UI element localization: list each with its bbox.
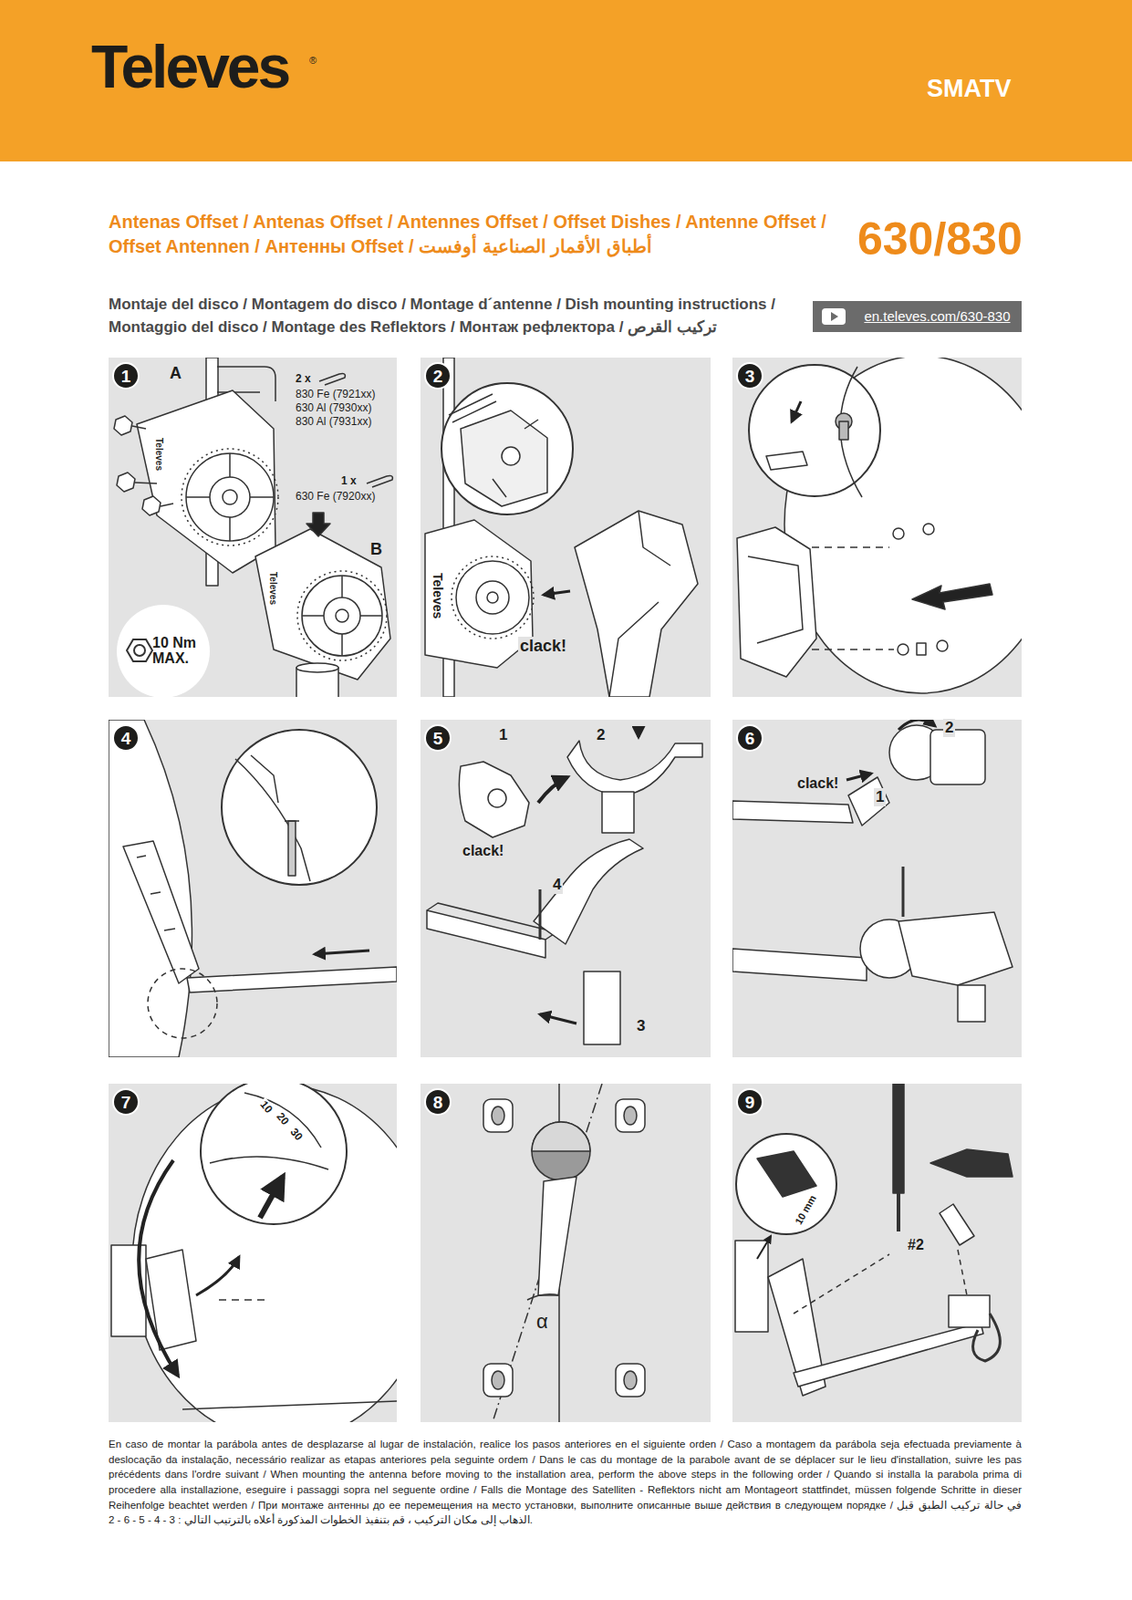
sound-word: clack! [460,842,506,860]
brand-logo: Televes [91,36,289,97]
step-number-text: 5 [433,729,444,748]
callout-number: 4 [550,875,563,894]
model-code: 830 Fe (7921xx) [293,388,377,402]
step-number: 5 [424,724,452,752]
url-box: en.televes.com/630-830 [812,301,1022,333]
model-code: 630 Fe (7920xx) [293,490,377,504]
quantity: 2 x [293,373,313,386]
part-letter: A [167,363,184,384]
step-number: 7 [112,1088,140,1116]
scale-mark: 30 [285,1124,306,1145]
tool-size: #2 [905,1236,926,1254]
step-number-text: 9 [745,1093,756,1112]
step-number-text: 7 [121,1093,132,1112]
step-number: 2 [424,362,452,390]
model-code: 630 Al (7930xx) [293,402,374,416]
brand-mark: Televes [430,571,446,621]
title: Antenas Offset / Antenas Offset / Antenn… [108,209,830,259]
product-line: SMATV [926,76,1012,102]
step-number: 1 [112,362,140,390]
brand-mark: Televes [154,436,166,473]
step-number-text: 2 [433,367,444,385]
step-number: 8 [424,1088,452,1116]
step-number: 3 [736,362,764,390]
callout-number: 2 [943,718,956,738]
part-letter: B [368,540,385,560]
callout-number: 2 [594,726,607,745]
scale-mark: 10 [255,1097,276,1118]
sound-word: clack! [518,636,569,656]
step-drawings [108,355,1059,1442]
url-text: en.televes.com/630-830 [863,308,1010,325]
model-number: 630/830 [855,213,1025,267]
play-icon [821,308,846,325]
step-number-text: 3 [745,367,756,385]
step-number-text: 8 [433,1093,444,1112]
scale-mark: 20 [271,1109,292,1130]
callout-number: 3 [634,1017,647,1036]
header-band: TelevesSMATV [0,0,1132,162]
model-code: 830 Al (7931xx) [293,415,374,429]
sound-word: clack! [795,775,841,792]
step-number-text: 1 [121,367,132,385]
nut-icon [125,636,154,665]
angle-symbol: α [534,1309,551,1333]
caption: En caso de montar la parábola antes de d… [108,1436,1022,1528]
brand-mark: Televes [268,570,280,607]
step-number: 6 [736,724,764,752]
callout-number: 1 [873,788,886,807]
dimension: 10 mm [791,1191,820,1228]
step-number: 9 [736,1088,764,1116]
quantity: 1 x [339,475,359,489]
step-number-text: 4 [121,729,132,748]
torque-note: 10 Nm MAX. [116,604,210,698]
subtitle: Montaje del disco / Montagem do disco / … [108,293,802,339]
step-number-text: 6 [745,729,756,748]
torque-text: 10 Nm MAX. [152,635,206,667]
step-number: 4 [112,724,140,752]
callout-number: 1 [497,726,509,745]
registered-mark: ® [307,54,319,67]
